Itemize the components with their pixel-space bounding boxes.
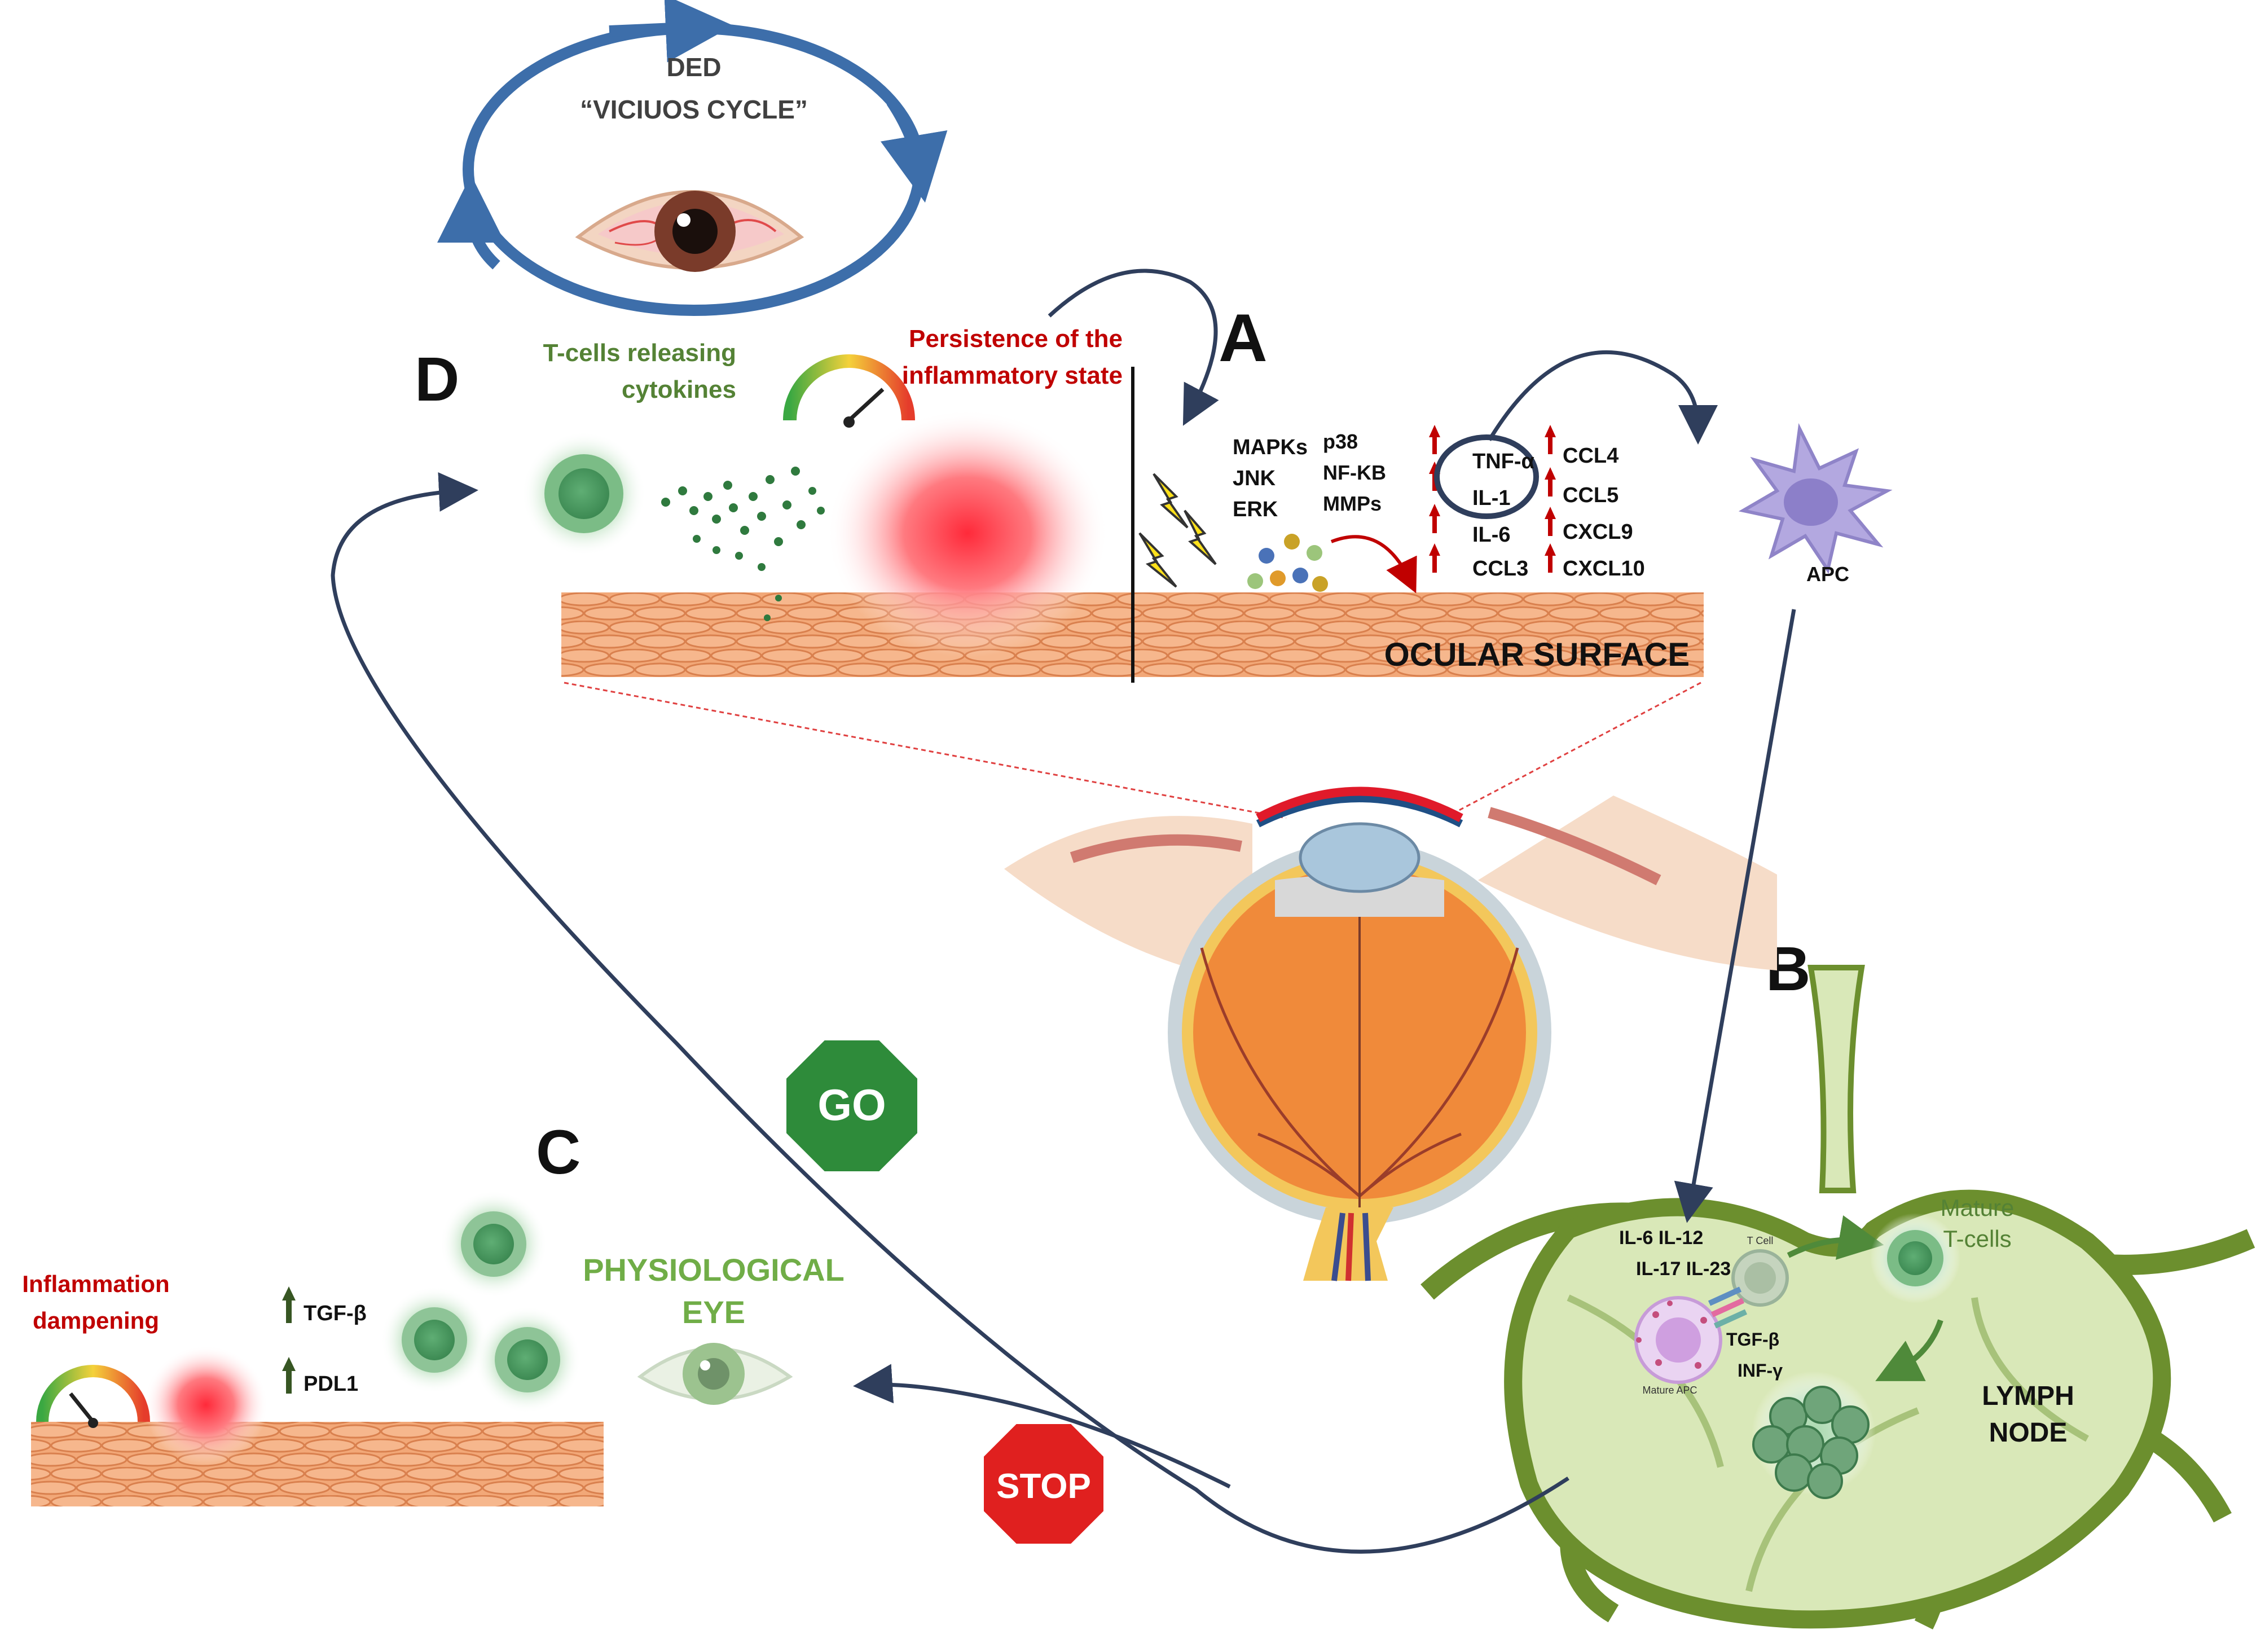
regulatory-tcells-icon bbox=[381, 1190, 581, 1413]
eye-anatomy-illustration bbox=[564, 682, 1777, 1281]
arrow-tnf-to-apc bbox=[1488, 350, 1718, 445]
cytokine-cxcl10: CXCL10 bbox=[1563, 557, 1645, 581]
cytokine-il6: IL-6 bbox=[1472, 523, 1511, 547]
lymph-node bbox=[1420, 965, 2255, 1630]
green-arrow-to-mature bbox=[1787, 1215, 1884, 1260]
physiological-line1: PHYSIOLOGICAL bbox=[583, 1252, 845, 1288]
lymph-cytokines-line1: IL-6 IL-12 bbox=[1619, 1227, 1703, 1249]
up-arrows-green bbox=[282, 1286, 296, 1394]
up-arrows-right bbox=[1545, 425, 1556, 573]
persistence-line2: inflammatory state bbox=[902, 362, 1123, 389]
mature-apc-label: Mature APC bbox=[1642, 1385, 1697, 1396]
cytokine-il1: IL-1 bbox=[1472, 486, 1511, 510]
tnf-il1-highlight-ring bbox=[1434, 434, 1539, 519]
mature-tcells-line1: Mature bbox=[1941, 1194, 2015, 1221]
inflammation-glow bbox=[826, 409, 1109, 657]
dampening-line1: Inflammation bbox=[22, 1271, 169, 1297]
panel-label-c: C bbox=[536, 1118, 580, 1187]
arrow-persistence-to-a bbox=[1048, 269, 1219, 426]
tcells-releasing-line1: T-cells releasing bbox=[543, 339, 736, 367]
green-arrow-to-cluster bbox=[1875, 1319, 1943, 1381]
ocular-surface-label: OCULAR SURFACE bbox=[1384, 636, 1690, 673]
red-arrow bbox=[1330, 535, 1417, 594]
lymph-tgf-beta: TGF-β bbox=[1726, 1329, 1779, 1350]
gauge-low-icon bbox=[36, 1365, 150, 1428]
panelc-pdl1: PDL1 bbox=[304, 1372, 358, 1396]
persistence-line1: Persistence of the bbox=[909, 325, 1123, 353]
tcells-releasing-line2: cytokines bbox=[622, 376, 736, 403]
stop-sign: STOP bbox=[979, 1420, 1108, 1548]
apc-label: APC bbox=[1806, 563, 1849, 586]
lymph-node-line2: NODE bbox=[1989, 1418, 2068, 1448]
mature-tcell-icon bbox=[1870, 1213, 1960, 1303]
vicious-cycle: DED “VICIUOS CYCLE” bbox=[437, 0, 948, 316]
kinase-jnk: JNK bbox=[1233, 467, 1276, 490]
inflammation-glow-small bbox=[144, 1346, 268, 1464]
lightning-icon bbox=[1138, 473, 1217, 588]
cycle-subtitle: “VICIUOS CYCLE” bbox=[580, 95, 808, 124]
tcell-icon bbox=[1731, 1249, 1789, 1307]
cytokine-particles bbox=[661, 467, 825, 621]
signal-molecules-icon bbox=[1247, 534, 1328, 592]
cytokine-ccl5: CCL5 bbox=[1563, 484, 1619, 507]
panel-label-d: D bbox=[415, 345, 459, 414]
red-eye-icon bbox=[575, 190, 804, 272]
cytokine-cxcl9: CXCL9 bbox=[1563, 520, 1633, 544]
lymph-inf-gamma: INF-γ bbox=[1738, 1360, 1783, 1381]
kinase-erk: ERK bbox=[1233, 498, 1278, 521]
cytokine-ccl4: CCL4 bbox=[1563, 444, 1619, 468]
receptor-bridge bbox=[1708, 1286, 1748, 1329]
cytokine-tnf-alpha: TNF-α bbox=[1472, 450, 1534, 473]
apc-cell-icon bbox=[1738, 423, 1893, 574]
panel-label-a: A bbox=[1219, 300, 1268, 376]
kinase-nfkb: NF-KB bbox=[1323, 461, 1386, 484]
tissue-bottom bbox=[31, 1422, 604, 1506]
arrow-lymph-to-d bbox=[331, 472, 1569, 1554]
cycle-title: DED bbox=[666, 52, 721, 82]
cycle-arrow-left bbox=[437, 175, 505, 270]
flow-arrows bbox=[331, 269, 1796, 1554]
cycle-arrow-right bbox=[880, 98, 948, 203]
kinase-p38: p38 bbox=[1323, 430, 1358, 453]
physiological-eye-icon bbox=[637, 1343, 793, 1405]
tcell-cluster-icon bbox=[1752, 1371, 1876, 1499]
physiological-line2: EYE bbox=[682, 1294, 745, 1330]
tcell-label: T Cell bbox=[1747, 1235, 1774, 1246]
cytokine-ccl3: CCL3 bbox=[1472, 557, 1528, 581]
arrow-lymph-to-physio bbox=[853, 1364, 1231, 1489]
mature-apc-icon bbox=[1634, 1296, 1722, 1384]
mature-tcells-line2: T-cells bbox=[1943, 1225, 2011, 1252]
kinase-mmps: MMPs bbox=[1323, 492, 1382, 515]
dampening-line2: dampening bbox=[33, 1307, 159, 1334]
cycle-arrow-top bbox=[609, 0, 733, 63]
go-sign-label: GO bbox=[817, 1080, 886, 1130]
stop-sign-label: STOP bbox=[996, 1467, 1091, 1506]
tcell-releasing-icon bbox=[522, 432, 646, 556]
gauge-high-icon bbox=[783, 354, 915, 428]
arrow-apc-to-lymph bbox=[1674, 609, 1796, 1223]
kinase-mapks: MAPKs bbox=[1233, 436, 1308, 459]
lymph-node-line1: LYMPH bbox=[1982, 1381, 2074, 1411]
lymph-cytokines-line2: IL-17 IL-23 bbox=[1636, 1258, 1731, 1280]
panelc-tgf-beta: TGF-β bbox=[304, 1302, 367, 1325]
up-arrows-left bbox=[1429, 425, 1440, 573]
go-sign: GO bbox=[782, 1036, 922, 1176]
